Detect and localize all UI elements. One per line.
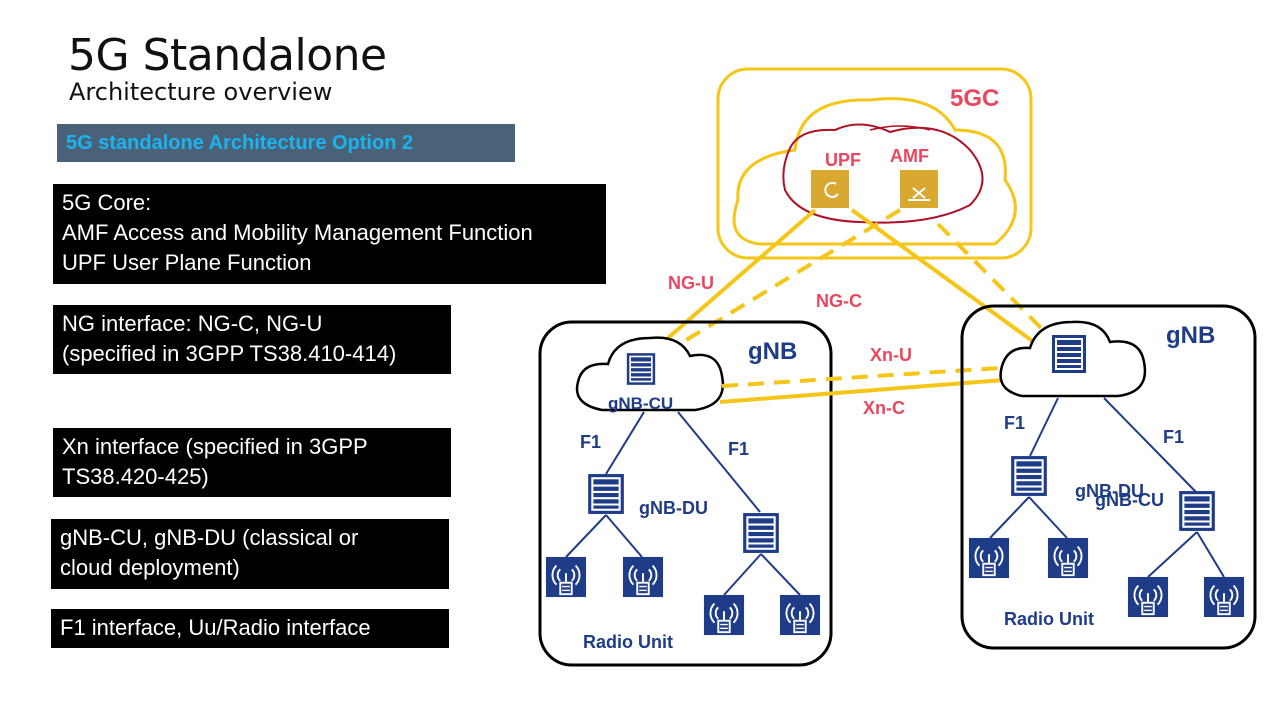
left-radio-1-icon xyxy=(545,556,587,598)
info-line: UPF User Plane Function xyxy=(62,250,312,275)
right-gnb-label: gNB xyxy=(1166,322,1215,349)
ng-c-link-left xyxy=(648,208,902,364)
option-banner: 5G standalone Architecture Option 2 xyxy=(57,124,515,162)
info-line: TS38.420-425) xyxy=(62,464,209,489)
right-f1-label-b: F1 xyxy=(1163,427,1184,447)
upf-icon xyxy=(824,181,839,198)
right-du-1-server-icon xyxy=(1010,455,1048,497)
function-circle-annotation xyxy=(782,123,984,224)
left-cu-server-icon xyxy=(626,352,656,386)
xn-links: Xn-U Xn-C xyxy=(719,345,1005,418)
core-5gc: 5GC UPF AMF xyxy=(716,67,1033,260)
upf-label: UPF xyxy=(825,150,861,170)
right-radio-unit-label: Radio Unit xyxy=(1004,609,1094,629)
left-gnb-boundary xyxy=(538,320,833,667)
core-cloud xyxy=(732,97,1017,246)
xn-u-link xyxy=(721,366,1001,388)
info-line: 5G Core: xyxy=(62,190,152,215)
core-label: 5GC xyxy=(950,85,999,112)
left-radio-4-icon xyxy=(779,594,821,636)
ng-u-label: NG-U xyxy=(668,273,714,293)
right-gnb: gNB F1 F1 gNB-DU gNB-CU Radio Unit xyxy=(960,304,1257,650)
left-cu-label: gNB-CU xyxy=(608,394,673,413)
upf-node xyxy=(811,170,849,208)
right-du-2-server-icon xyxy=(1178,490,1216,532)
xn-u-label: Xn-U xyxy=(870,345,912,365)
left-f1-label-b: F1 xyxy=(728,439,749,459)
left-gnb-label: gNB xyxy=(748,338,797,365)
ng-u-link-left xyxy=(643,208,817,360)
right-gnb-boundary xyxy=(960,304,1257,650)
info-line: Xn interface (specified in 3GPP xyxy=(62,434,368,459)
info-line: AMF Access and Mobility Management Funct… xyxy=(62,220,533,245)
info-box-f1-interface: F1 interface, Uu/Radio interface xyxy=(51,609,449,648)
ng-u-link-right xyxy=(850,208,1044,350)
right-du-overlap-label: gNB-DU xyxy=(1075,481,1144,501)
amf-label: AMF xyxy=(890,146,929,166)
right-f1-label-a: F1 xyxy=(1004,413,1025,433)
xn-c-link xyxy=(719,378,1005,404)
left-gnb: gNB gNB-CU F1 F1 gNB-DU Radio Unit xyxy=(538,320,833,667)
page-subtitle: Architecture overview xyxy=(69,78,333,106)
right-radio-1-icon xyxy=(968,537,1010,579)
right-cu-server-icon xyxy=(1051,334,1087,374)
info-line: F1 interface, Uu/Radio interface xyxy=(60,615,371,640)
info-line: cloud deployment) xyxy=(60,555,240,580)
right-radio-4-icon xyxy=(1203,576,1245,618)
left-radio-unit-label: Radio Unit xyxy=(583,632,673,652)
info-box-5g-core: 5G Core: AMF Access and Mobility Managem… xyxy=(53,184,606,284)
left-radio-3-icon xyxy=(703,594,745,636)
right-cu-overlap-label: gNB-CU xyxy=(1095,490,1164,510)
left-du-label: gNB-DU xyxy=(639,498,708,518)
info-line: gNB-CU, gNB-DU (classical or xyxy=(60,525,359,550)
core-boundary xyxy=(716,67,1033,260)
page-title: 5G Standalone xyxy=(68,30,387,81)
info-line: (specified in 3GPP TS38.410-414) xyxy=(62,341,397,366)
left-radio-2-icon xyxy=(622,556,664,598)
ng-c-label: NG-C xyxy=(816,291,862,311)
info-box-ng-interface: NG interface: NG-C, NG-U (specified in 3… xyxy=(53,305,451,374)
right-radio-2-icon xyxy=(1047,537,1089,579)
left-du-2-server-icon xyxy=(742,512,780,554)
amf-node xyxy=(900,170,938,208)
info-box-xn-interface: Xn interface (specified in 3GPP TS38.420… xyxy=(53,428,451,497)
right-radio-3-icon xyxy=(1127,576,1169,618)
amf-icon xyxy=(908,187,930,201)
left-du-1-server-icon xyxy=(587,473,625,515)
info-line: NG interface: NG-C, NG-U xyxy=(62,311,323,336)
left-f1-label-a: F1 xyxy=(580,432,601,452)
info-box-gnb-cu-du: gNB-CU, gNB-DU (classical or cloud deplo… xyxy=(51,519,449,589)
ng-links: NG-U NG-C xyxy=(643,208,1047,364)
xn-c-label: Xn-C xyxy=(863,398,905,418)
